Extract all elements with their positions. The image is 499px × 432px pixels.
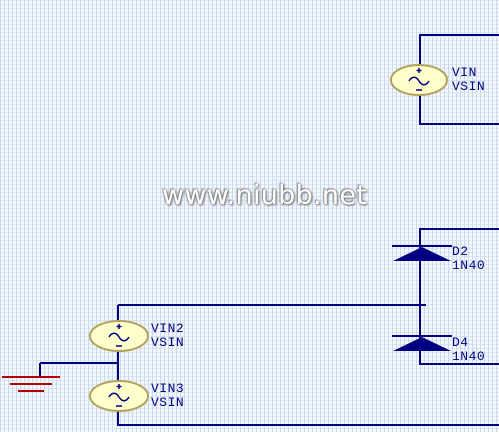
vin-model-label: VSIN bbox=[452, 79, 486, 94]
bridge-wire[interactable] bbox=[419, 228, 499, 365]
d4-ref-label: D4 bbox=[452, 335, 469, 350]
vin3-source[interactable] bbox=[89, 380, 149, 412]
vin-ref-label: VIN bbox=[452, 65, 477, 80]
d2-ref-label: D2 bbox=[452, 244, 469, 259]
vin-source[interactable] bbox=[390, 64, 448, 96]
d2-model-label: 1N40 bbox=[452, 258, 486, 273]
d4-diode[interactable] bbox=[392, 333, 452, 364]
vin3-ref-label: VIN3 bbox=[151, 381, 185, 396]
vin2-ref-label: VIN2 bbox=[151, 321, 185, 336]
vin2-model-label: VSIN bbox=[151, 335, 185, 350]
ground-wire[interactable] bbox=[39, 362, 118, 376]
d2-diode[interactable] bbox=[392, 236, 452, 275]
vin3-model-label: VSIN bbox=[151, 395, 185, 410]
ground-symbol[interactable] bbox=[2, 376, 60, 392]
watermark-text: www.niubb.net bbox=[162, 180, 368, 211]
vin2-source[interactable] bbox=[89, 320, 149, 352]
d4-model-label: 1N40 bbox=[452, 349, 486, 364]
